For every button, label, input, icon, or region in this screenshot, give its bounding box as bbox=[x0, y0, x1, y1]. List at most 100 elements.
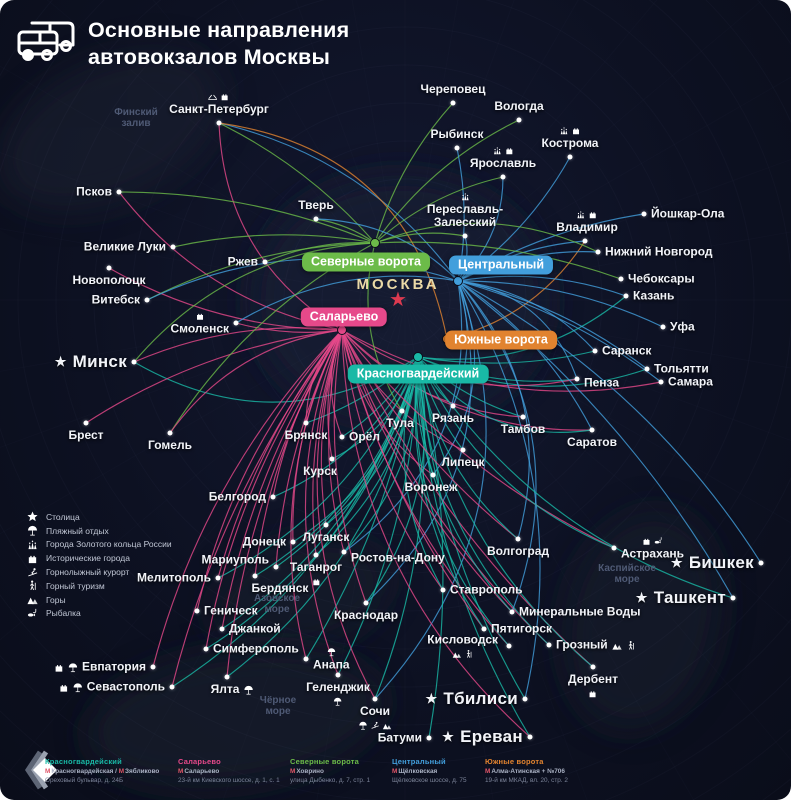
route-line-blue bbox=[343, 280, 463, 553]
station-hub-dot bbox=[370, 238, 380, 248]
city-label: Вологда bbox=[494, 100, 543, 113]
city-name: Курск bbox=[303, 464, 337, 478]
city-dot bbox=[641, 211, 647, 217]
city-label: Саранск bbox=[602, 343, 652, 358]
city-dot bbox=[589, 427, 595, 433]
city-dot bbox=[590, 664, 596, 670]
route-line-blue bbox=[457, 280, 662, 383]
city-dot bbox=[520, 414, 526, 420]
city-dot bbox=[522, 696, 528, 702]
route-line-blue bbox=[457, 280, 578, 380]
city-name: Бишкек bbox=[688, 553, 754, 572]
city-name: Саранск bbox=[602, 343, 652, 358]
route-line-teal bbox=[305, 356, 419, 660]
castle-icon bbox=[643, 538, 650, 545]
city-name: Волгоград bbox=[486, 544, 550, 558]
city-name: Липецк bbox=[441, 455, 485, 469]
legend-label: Пляжный отдых bbox=[46, 525, 109, 536]
city-label: Ростов-на-Дону bbox=[351, 551, 445, 565]
castle-icon bbox=[60, 684, 68, 692]
city-label: Владимир bbox=[556, 209, 618, 234]
sea-label: Каспийское море bbox=[598, 563, 656, 585]
city-dot bbox=[515, 536, 521, 542]
city-dot bbox=[730, 595, 736, 601]
city-label: ★Минск bbox=[55, 353, 127, 371]
city-name: Астрахань bbox=[621, 546, 685, 561]
footer-metro-line: МЩёлковская bbox=[392, 768, 467, 775]
city-label: Тверь bbox=[298, 199, 333, 212]
hiker-icon bbox=[628, 640, 634, 650]
city-name: Гомель bbox=[148, 438, 192, 452]
city-label: Нижний Новгород bbox=[605, 245, 713, 259]
city-dot bbox=[574, 376, 580, 382]
city-name: Кисловодск bbox=[427, 632, 498, 647]
footer-station-name: Центральный bbox=[392, 757, 446, 766]
city-label: Великие Луки bbox=[84, 240, 166, 254]
castle-icon bbox=[55, 664, 63, 672]
city-name: Сочи bbox=[359, 704, 391, 718]
golden-ring-icon bbox=[493, 147, 501, 155]
city-name: Псков bbox=[76, 184, 112, 199]
city-name: Тольятти bbox=[654, 361, 709, 376]
beach-icon bbox=[68, 662, 78, 672]
city-label: Кострома bbox=[542, 125, 598, 150]
city-label: Витебск bbox=[92, 293, 140, 307]
castle-icon bbox=[28, 555, 37, 563]
city-dot bbox=[440, 587, 446, 593]
city-name: Белгород bbox=[208, 489, 266, 504]
title-line-1: Основные направления bbox=[88, 18, 350, 42]
route-line-blue bbox=[457, 280, 530, 540]
legend-label: Исторические города bbox=[46, 553, 130, 564]
city-label: Тула bbox=[386, 417, 414, 430]
city-label: Псков bbox=[76, 184, 112, 199]
city-name: Тула bbox=[386, 416, 414, 430]
legend-icon-wrap bbox=[26, 594, 39, 605]
mountains-icon bbox=[27, 597, 38, 605]
station-hub-dot bbox=[413, 352, 423, 362]
city-name: Бердянск bbox=[251, 581, 309, 595]
legend-icon-wrap bbox=[26, 539, 39, 550]
route-line-pink bbox=[171, 329, 343, 688]
legend-item: Исторические города bbox=[26, 551, 172, 565]
castle-icon bbox=[589, 212, 596, 219]
city-name: Брест bbox=[68, 428, 104, 442]
route-line-green bbox=[133, 242, 376, 363]
city-label: Мелитополь bbox=[137, 571, 211, 585]
city-dot bbox=[303, 656, 309, 662]
city-name: Рыбинск bbox=[430, 127, 484, 141]
city-dot bbox=[450, 403, 456, 409]
city-dot bbox=[527, 734, 533, 740]
sea-label: Финский залив bbox=[114, 107, 158, 129]
metro-icon: М bbox=[45, 768, 51, 775]
city-name: Орёл bbox=[349, 429, 380, 444]
legend-label: Горы bbox=[46, 594, 66, 605]
city-name: Симферополь bbox=[213, 641, 299, 656]
golden-ring-icon bbox=[577, 211, 585, 219]
city-dot bbox=[450, 100, 456, 106]
legend-item: Пляжный отдых bbox=[26, 524, 172, 538]
route-line-blue bbox=[457, 280, 762, 564]
city-dot bbox=[567, 154, 573, 160]
footer-metro-line: МСаларьево bbox=[178, 768, 280, 775]
legend-icon-wrap bbox=[26, 511, 39, 522]
route-line-green bbox=[374, 176, 504, 244]
city-name: Батуми bbox=[377, 730, 422, 745]
capital-star-icon: ★ bbox=[670, 555, 683, 570]
city-name: Луганск bbox=[302, 530, 350, 544]
city-name: Переславль- Залесский bbox=[426, 202, 504, 229]
footer-station-name: Южные ворота bbox=[485, 757, 544, 766]
city-dot bbox=[506, 643, 512, 649]
city-label: Севастополь bbox=[59, 680, 165, 694]
city-name: Уфа bbox=[670, 319, 695, 334]
castle-icon bbox=[221, 94, 228, 101]
city-label: Йошкар-Ола bbox=[651, 207, 724, 221]
city-label: Череповец bbox=[421, 83, 486, 96]
city-dot bbox=[215, 575, 221, 581]
legend-label: Столица bbox=[46, 511, 80, 522]
city-dot bbox=[323, 522, 329, 528]
route-line-pink bbox=[341, 329, 662, 392]
